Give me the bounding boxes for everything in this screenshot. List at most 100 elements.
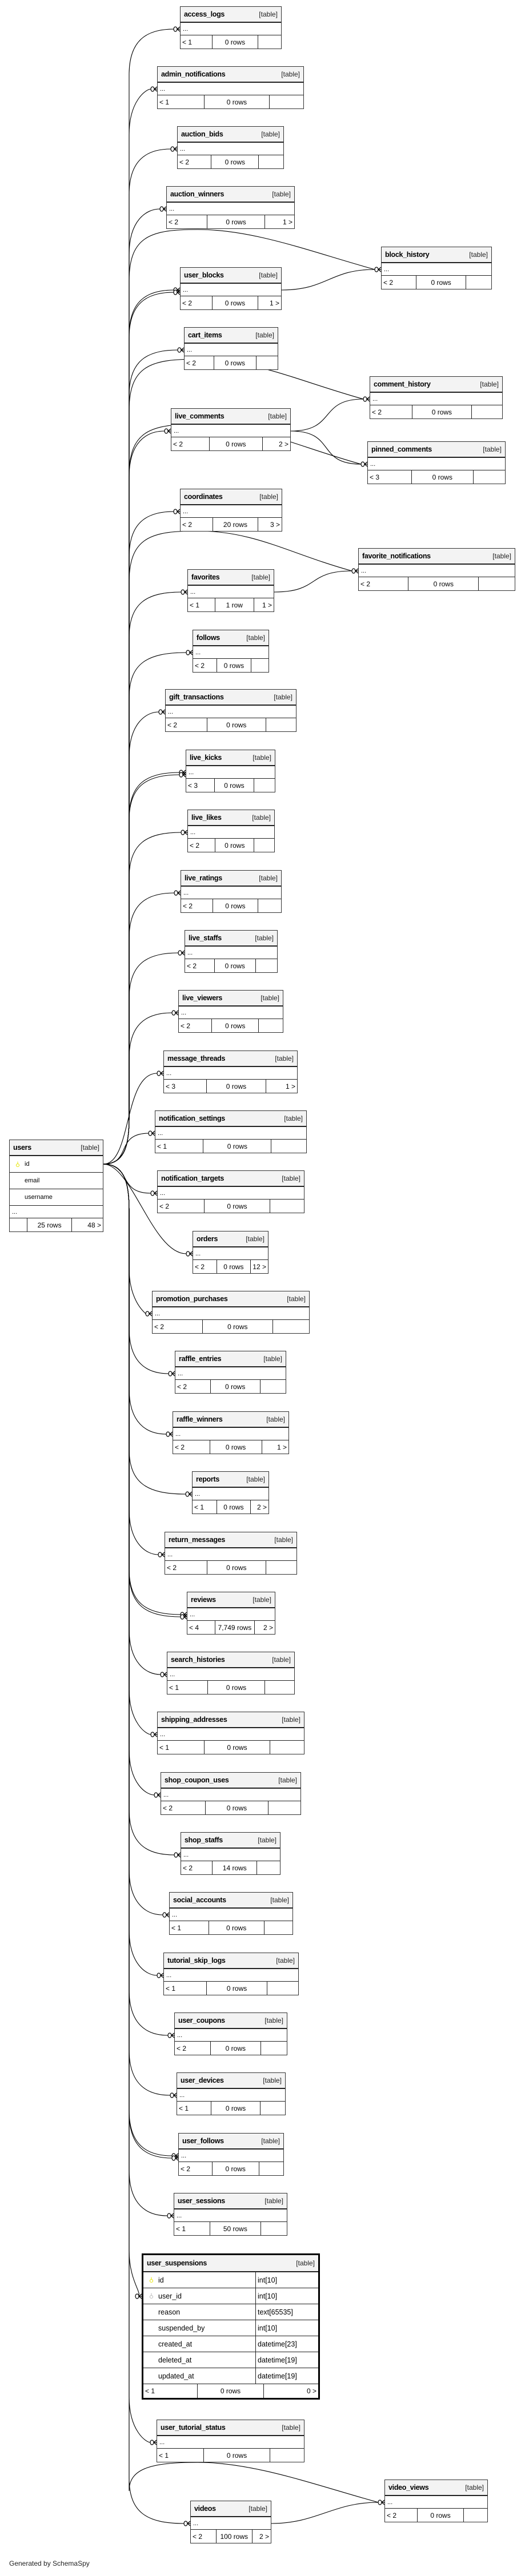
parent-count[interactable]: < 1 [143,2384,198,2398]
parent-count[interactable]: < 2 [193,659,218,672]
child-count[interactable] [259,1019,283,1032]
parent-count[interactable]: < 2 [161,1801,206,1814]
child-count[interactable] [264,1921,292,1934]
parent-count[interactable]: < 2 [370,405,412,418]
child-count[interactable] [259,155,283,168]
parent-count[interactable]: < 1 [155,1140,204,1153]
column-row[interactable]: username [10,1189,103,1206]
parent-count[interactable]: < 1 [157,2449,205,2462]
child-count[interactable]: 1 > [262,601,272,609]
child-count[interactable] [266,1561,296,1574]
child-count[interactable] [260,1380,286,1393]
child-count[interactable] [466,276,491,289]
child-count[interactable] [273,1320,309,1333]
parent-count[interactable]: < 2 [153,1320,203,1333]
parent-count[interactable]: < 1 [174,2222,211,2235]
parent-count[interactable]: < 1 [167,1681,209,1694]
child-count[interactable] [270,2449,304,2462]
child-count[interactable] [270,1200,304,1213]
child-count[interactable] [258,35,282,49]
child-count[interactable] [254,779,275,792]
parent-count[interactable]: < 2 [175,1380,211,1393]
child-count[interactable]: 2 > [257,1503,267,1511]
child-count[interactable] [258,899,281,912]
parent-count[interactable]: < 1 [193,1500,217,1514]
child-count[interactable]: 1 > [282,218,292,226]
parent-count[interactable]: < 1 [170,1921,209,1934]
child-count[interactable] [259,2162,283,2175]
child-count[interactable]: 48 > [87,1221,101,1229]
parent-count[interactable]: < 2 [171,437,210,450]
child-count[interactable] [268,1801,300,1814]
child-count[interactable] [474,470,505,484]
child-count[interactable] [261,2222,287,2235]
child-count[interactable] [260,2102,285,2115]
child-count[interactable] [271,1140,306,1153]
child-count[interactable]: 1 > [276,1443,287,1451]
child-count[interactable]: 12 > [253,1262,266,1271]
parent-count[interactable]: < 2 [179,1019,213,1032]
child-count[interactable] [270,1741,304,1754]
parent-count[interactable]: < 2 [181,296,213,309]
parent-count[interactable]: < 2 [175,2042,211,2055]
parent-count[interactable]: < 2 [167,215,208,228]
parent-count[interactable]: < 2 [179,2162,213,2175]
child-count[interactable] [257,1861,280,1874]
child-count[interactable] [270,95,303,108]
parent-count[interactable]: < 2 [181,518,213,531]
parent-count[interactable]: < 2 [193,1260,217,1273]
child-count[interactable]: 2 > [259,2532,269,2541]
parent-count[interactable]: < 1 [158,95,205,108]
child-count[interactable]: 2 > [263,1623,273,1632]
parent-count[interactable]: < 2 [385,2509,418,2522]
parent-count[interactable]: < 1 [177,2102,212,2115]
child-count[interactable]: 2 > [278,440,288,448]
parent-count[interactable]: < 3 [164,1080,207,1093]
child-count[interactable]: 0 > [306,2387,316,2395]
parent-count[interactable]: < 1 [188,598,215,611]
parent-count[interactable]: < 2 [158,1200,205,1213]
child-count[interactable] [479,577,515,590]
child-count[interactable] [265,1681,294,1694]
parent-count[interactable]: < 2 [185,356,215,369]
parent-count[interactable]: < 2 [181,1861,213,1874]
parent-count[interactable]: < 2 [185,959,215,972]
